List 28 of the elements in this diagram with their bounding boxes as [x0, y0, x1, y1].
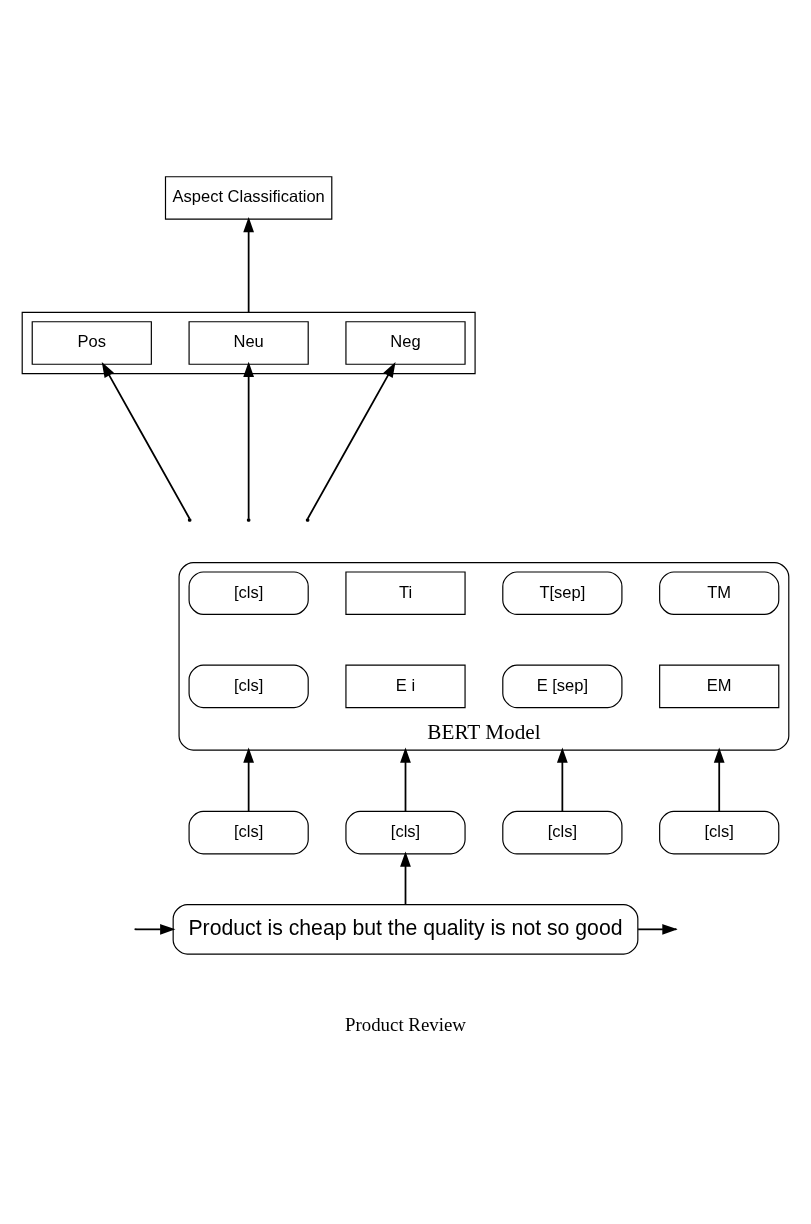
arrow: [557, 747, 568, 813]
node-box: [cls]: [188, 810, 309, 855]
arrow: [243, 216, 254, 314]
node-box: [cls]: [188, 571, 309, 616]
node-box: [cls]: [345, 810, 466, 855]
arrow: [713, 747, 725, 813]
node-box: T[sep]: [502, 571, 623, 616]
arrow: [243, 361, 254, 520]
node-box: E [sep]: [502, 664, 623, 709]
arrow: [400, 851, 411, 906]
node-box: Product is cheap but the quality is not so good: [172, 904, 639, 955]
node-box: Neu: [188, 321, 309, 365]
arrow: [243, 747, 254, 813]
node-box: Aspect Classification: [164, 176, 333, 220]
node-label: Product Review: [345, 1013, 466, 1035]
node-box: E i: [345, 664, 466, 709]
node-box: Ti: [345, 571, 466, 616]
arrow: [135, 923, 176, 935]
node-box: Pos: [31, 321, 152, 365]
arrow: [101, 362, 191, 520]
arrow: [400, 747, 411, 813]
node-box: Neg: [345, 321, 466, 365]
node-box: [cls]: [188, 664, 309, 709]
node-box: TM: [659, 571, 780, 616]
arrow: [306, 362, 396, 520]
node-box: [cls]: [502, 810, 623, 855]
node-box: EM: [659, 664, 780, 709]
node-box: [cls]: [659, 810, 780, 855]
